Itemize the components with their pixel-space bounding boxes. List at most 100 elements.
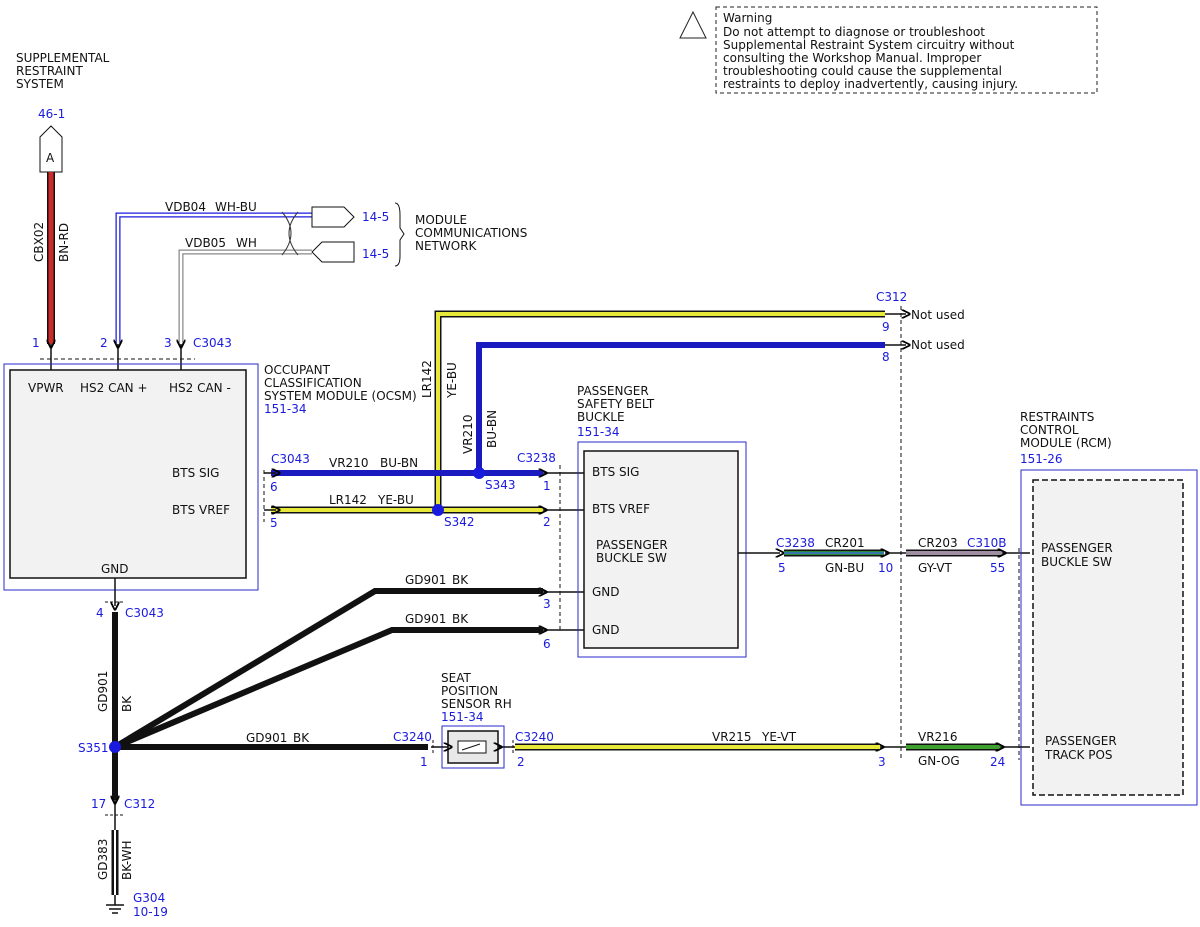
pin-number: 3	[878, 755, 886, 769]
pin-number: 5	[270, 516, 278, 530]
pin-label-buckle-sw: PASSENGER	[1041, 541, 1113, 555]
wire-color-label: BU-BN	[380, 456, 418, 470]
pin-number: 55	[990, 561, 1005, 575]
wire-circuit-label: LR142	[420, 360, 434, 398]
srs-label: SUPPLEMENTAL RESTRAINT SYSTEM 46-1 A	[16, 51, 110, 173]
pin-number: 6	[543, 637, 551, 651]
srs-page-ref[interactable]: 46-1	[38, 107, 65, 121]
pin-number: 2	[517, 755, 525, 769]
wire-circuit-label: GD901	[405, 573, 446, 587]
mcn-connectors: 14-5 14-5 MODULE COMMUNICATIONS NETWORK	[311, 202, 527, 267]
buckle-page-ref[interactable]: 151-34	[577, 425, 620, 439]
wire-circuit-label: GD901	[246, 731, 287, 745]
wire-color-label: GN-OG	[918, 754, 960, 768]
wire-color-label: BK	[452, 612, 469, 626]
ocsm-title-line: CLASSIFICATION	[264, 376, 362, 390]
connector-label: C3238	[517, 451, 556, 465]
wire-color-label: BK	[120, 695, 134, 712]
wire-color-label: YE-VT	[761, 730, 797, 744]
mcn-page-ref[interactable]: 14-5	[362, 210, 389, 224]
wire-lr142-vertical: LR142 YE-BU	[420, 310, 885, 510]
wire-circuit-label: VDB04	[165, 200, 206, 214]
pin-number: 9	[882, 320, 890, 334]
warning-line: Do not attempt to diagnose or troublesho…	[723, 25, 985, 39]
wire-color-label: WH	[236, 236, 257, 250]
ocsm-title-line: SYSTEM MODULE (OCSM)	[264, 389, 417, 403]
wire-color-label: BN-RD	[57, 223, 71, 262]
buckle-title-line: SAFETY BELT	[577, 397, 655, 411]
ocsm-top-connector: 1 2 3 C3043	[32, 336, 232, 370]
pin-number: 3	[543, 597, 551, 611]
not-used-label: Not used	[911, 338, 965, 352]
buckle-title-line: PASSENGER	[577, 384, 649, 398]
pin-label-bts-vref: BTS VREF	[592, 502, 650, 516]
wire-gd901-group: GD901 BK GD901 BK GD901 BK GD901 BK	[96, 573, 543, 800]
srs-connector-letter: A	[46, 151, 55, 165]
ocsm-page-ref[interactable]: 151-34	[264, 402, 307, 416]
wire-circuit-label: VR216	[918, 730, 957, 744]
wire-circuit-label: VR215	[712, 730, 751, 744]
pin-label-track-pos: TRACK POS	[1044, 748, 1113, 762]
brace-icon	[394, 202, 405, 267]
sensor-title-line: SEAT	[441, 671, 471, 685]
wire-cr203: CR203 GY-VT C310B 55	[906, 536, 1030, 575]
connector-label: C3238	[776, 536, 815, 550]
connector-label: C310B	[967, 536, 1007, 550]
wire-vdb05: VDB05 WH	[178, 236, 312, 344]
wire-vr215: VR215 YE-VT	[515, 730, 880, 751]
pin-label-hs2-can-minus: HS2 CAN -	[169, 381, 231, 395]
wire-color-label: GN-BU	[825, 561, 864, 575]
pin-label-buckle-sw: BUCKLE SW	[596, 551, 667, 565]
pin-number: 8	[882, 350, 890, 364]
connector-label: C3043	[193, 336, 232, 350]
mcn-title-line: MODULE	[415, 213, 467, 227]
pin-number: 4	[96, 606, 104, 620]
wire-color-label: BU-BN	[485, 410, 499, 448]
buckle-module: PASSENGER SAFETY BELT BUCKLE 151-34 BTS …	[577, 384, 747, 658]
pin-label-buckle-sw: PASSENGER	[596, 538, 668, 552]
mcn-page-ref[interactable]: 14-5	[362, 247, 389, 261]
splice-s342: S342	[432, 504, 475, 529]
warning-line: restraints to deploy inadvertently, caus…	[723, 77, 1018, 91]
ground-page-ref[interactable]: 10-19	[133, 905, 168, 919]
splice-label: S343	[485, 478, 516, 492]
c312-bottom-connector: 17 C312	[91, 797, 155, 830]
splice-label: S342	[444, 515, 475, 529]
sensor-page-ref[interactable]: 151-34	[441, 710, 484, 724]
rcm-title-line: RESTRAINTS	[1020, 410, 1094, 424]
connector-label: C312	[124, 797, 155, 811]
buckle-left-connector: C3238 1 2 3 6	[517, 451, 584, 651]
srs-title-line: SYSTEM	[16, 77, 64, 91]
rcm-module: RESTRAINTS CONTROL MODULE (RCM) 151-26 P…	[1018, 410, 1198, 806]
buckle-title-line: BUCKLE	[577, 410, 625, 424]
wire-circuit-label: CR203	[918, 536, 958, 550]
wire-circuit-label: GD901	[96, 671, 110, 712]
srs-title-line: RESTRAINT	[16, 64, 83, 78]
ocsm-module: VPWR HS2 CAN + HS2 CAN - BTS SIG BTS VRE…	[3, 363, 417, 591]
pin-number: 1	[420, 755, 428, 769]
warning-line: troubleshooting could cause the suppleme…	[723, 64, 1002, 78]
pin-number: 10	[878, 561, 893, 575]
wire-cbx02: CBX02 BN-RD	[32, 172, 71, 344]
ground-label: G304	[133, 891, 165, 905]
wire-color-label: YE-BU	[445, 362, 459, 399]
ground-g304: G304 10-19	[106, 891, 168, 919]
warning-line: consulting the Workshop Manual. Improper	[723, 51, 981, 65]
connector-label: C312	[876, 290, 907, 304]
warning-box	[715, 6, 1098, 94]
ocsm-right-connector: C3043 6 5	[263, 452, 310, 530]
rcm-page-ref[interactable]: 151-26	[1020, 452, 1063, 466]
pin-label-gnd: GND	[592, 623, 620, 637]
splice-label: S351	[78, 741, 109, 755]
sensor-title-line: SENSOR RH	[441, 697, 512, 711]
wire-vr210-horizontal: VR210 BU-BN	[264, 456, 543, 473]
wire-color-label: GY-VT	[918, 561, 952, 575]
connector-label: C3043	[125, 606, 164, 620]
pin-number: 6	[270, 480, 278, 494]
ocsm-bottom-connector: 4 C3043	[96, 578, 164, 620]
twisted-pair-symbol	[281, 211, 299, 256]
wire-circuit-label: VR210	[461, 415, 475, 454]
wire-lr142-horizontal: LR142 YE-BU	[264, 493, 543, 510]
wire-gd383: GD383 BK-WH	[96, 830, 134, 895]
